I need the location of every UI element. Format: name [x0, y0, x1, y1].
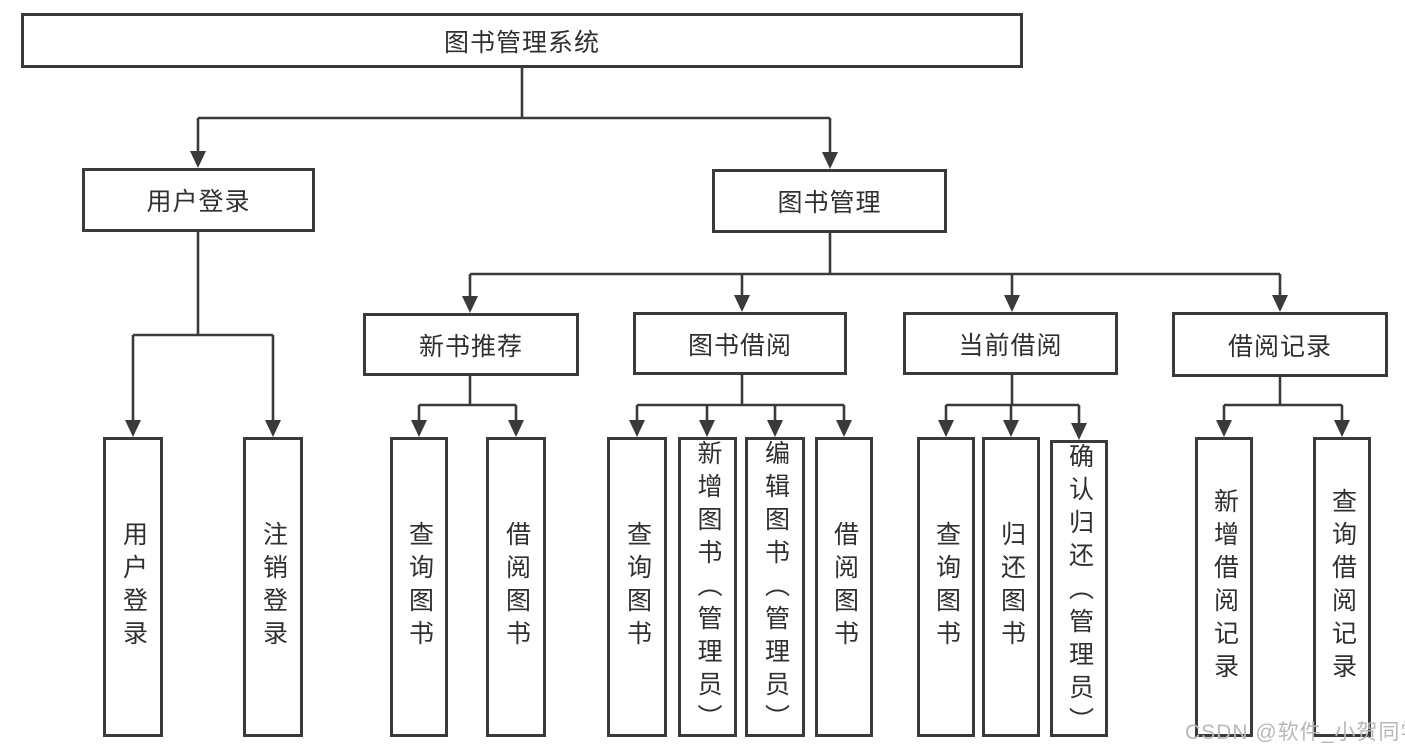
node-book-borrowing: 图书借阅: [633, 312, 847, 375]
node-new-book-recommend: 新书推荐: [363, 313, 579, 376]
leaf-add-book-admin: 新增图书（管理员）: [678, 437, 737, 737]
leaf-user-login: 用户登录: [103, 437, 163, 737]
leaf-add-borrow-record: 新增借阅记录: [1195, 437, 1253, 737]
leaf-confirm-return-admin: 确认归还（管理员）: [1050, 440, 1108, 740]
leaf-edit-book-admin: 编辑图书（管理员）: [745, 437, 805, 737]
leaf-logout: 注销登录: [243, 437, 303, 737]
leaf-return-books: 归还图书: [982, 437, 1040, 737]
leaf-query-books: 查询图书: [390, 437, 448, 737]
node-borrowing-records: 借阅记录: [1172, 312, 1388, 377]
leaf-query-books: 查询图书: [917, 437, 975, 737]
leaf-query-borrow-record: 查询借阅记录: [1313, 437, 1371, 737]
leaf-borrow-books: 借阅图书: [486, 437, 546, 737]
node-user-login: 用户登录: [82, 168, 315, 232]
node-library-system: 图书管理系统: [21, 13, 1023, 68]
watermark: CSDN @软件_小贺同学: [1185, 721, 1405, 744]
node-book-management: 图书管理: [712, 169, 947, 233]
leaf-query-books: 查询图书: [607, 437, 667, 737]
node-current-borrowing: 当前借阅: [903, 312, 1118, 375]
leaf-borrow-books: 借阅图书: [815, 437, 873, 737]
